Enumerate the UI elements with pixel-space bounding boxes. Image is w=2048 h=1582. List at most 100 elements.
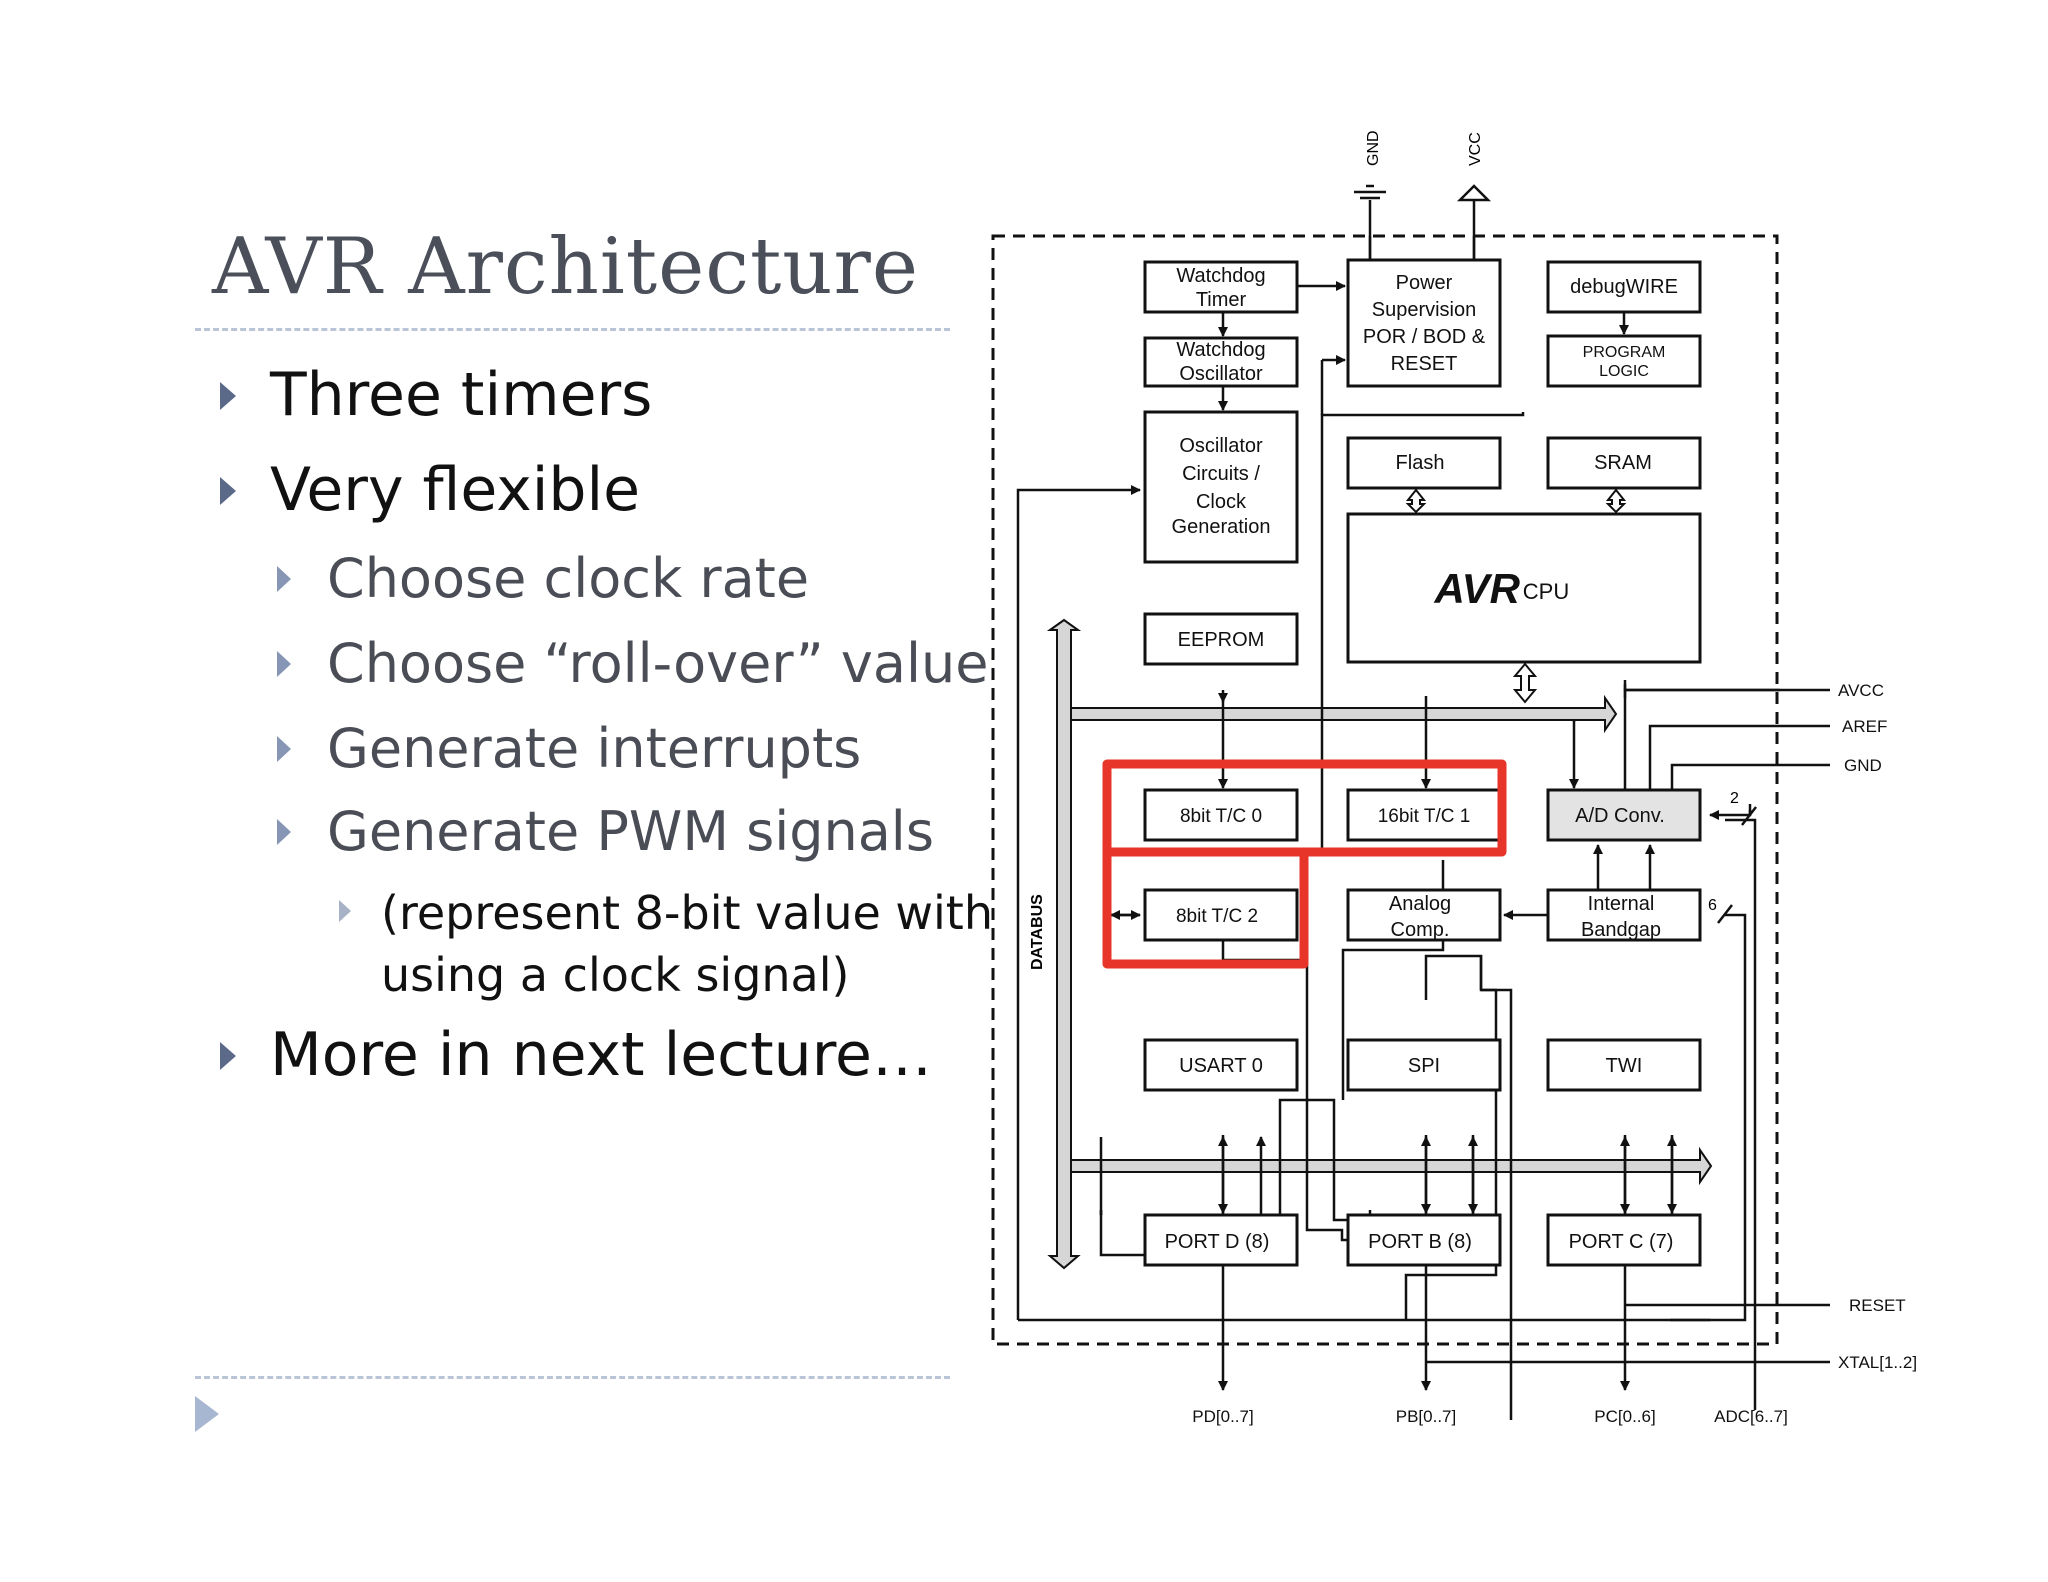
- debugwire-label: debugWIRE: [1570, 276, 1678, 298]
- eeprom-block: [1143, 612, 1299, 666]
- watchdog-timer-block: [1143, 260, 1299, 314]
- tc0-block: [1143, 788, 1299, 842]
- analog-comp-label-2: Comp.: [1391, 919, 1450, 941]
- title-divider: [195, 328, 950, 331]
- bullet-text: Choose “roll-over” value: [327, 632, 989, 695]
- usart0-label: USART 0: [1179, 1055, 1263, 1077]
- watchdog-timer-label: Watchdog: [1176, 265, 1265, 287]
- cpu-label: CPU: [1523, 579, 1569, 604]
- program-logic-block: [1546, 334, 1702, 388]
- tc2-block: [1143, 888, 1299, 942]
- watchdog-oscillator-label-2: Oscillator: [1179, 363, 1263, 385]
- bullet-text: Generate PWM signals: [327, 800, 934, 863]
- oscillator-circuits-block: [1143, 410, 1299, 564]
- portb-label: PORT B (8): [1368, 1231, 1472, 1253]
- watchdog-oscillator-block: [1143, 336, 1299, 388]
- avcc-pin-label: AVCC: [1838, 681, 1884, 700]
- program-logic-label-2: LOGIC: [1599, 363, 1649, 380]
- avr-cpu-block: [1346, 512, 1702, 664]
- adc-pin-label: ADC[6..7]: [1714, 1407, 1788, 1426]
- flash-block: [1346, 436, 1502, 490]
- bullet-arrow-icon: [277, 566, 291, 592]
- bullet-choose-clock-rate: Choose clock rate: [277, 547, 810, 610]
- portd-label: PORT D (8): [1165, 1231, 1270, 1253]
- twi-block: [1546, 1038, 1702, 1092]
- bandgap-label-2: Bandgap: [1581, 919, 1661, 941]
- bullet-text-continued: using a clock signal): [381, 948, 850, 1002]
- gnd-right-pin-label: GND: [1844, 756, 1882, 775]
- timer-highlight-tc2: [1102, 847, 1309, 969]
- twi-label: TWI: [1606, 1055, 1643, 1077]
- bullet-generate-interrupts: Generate interrupts: [277, 717, 862, 780]
- bandgap-block: [1546, 888, 1702, 942]
- portc-block: [1546, 1213, 1702, 1267]
- analog-comp-label: Analog: [1389, 893, 1451, 915]
- pc-pin-label: PC[0..6]: [1594, 1407, 1655, 1426]
- avr-block-diagram: GND VCC DATABUS: [991, 130, 1917, 1426]
- usart0-block: [1143, 1038, 1299, 1092]
- bullet-arrow-icon: [339, 900, 351, 922]
- databus-label: DATABUS: [1029, 894, 1046, 970]
- debugwire-block: [1546, 260, 1702, 314]
- bullet-list: Three timers Very flexible Choose clock …: [0, 0, 993, 1200]
- adc-block: [1546, 788, 1702, 842]
- watchdog-timer-label-2: Timer: [1196, 289, 1247, 311]
- bullet-more-next-lecture: More in next lecture…: [220, 1020, 932, 1090]
- bullet-text: (represent 8-bit value with: [381, 886, 993, 940]
- reset-pin-label: RESET: [1849, 1296, 1906, 1315]
- avr-logo: AVR: [1433, 565, 1520, 612]
- eeprom-label: EEPROM: [1178, 629, 1265, 651]
- portd-block: [1143, 1213, 1299, 1267]
- bullet-text: More in next lecture…: [270, 1020, 932, 1090]
- bullet-three-timers: Three timers: [220, 360, 653, 430]
- tc1-label: 16bit T/C 1: [1378, 806, 1471, 827]
- oscillator-label-4: Generation: [1172, 516, 1271, 538]
- bullet-arrow-icon: [277, 736, 291, 762]
- flash-label: Flash: [1396, 452, 1445, 474]
- bandgap-label: Internal: [1588, 893, 1655, 915]
- bullet-text: Very flexible: [270, 455, 641, 525]
- bullet-arrow-icon: [220, 477, 236, 505]
- program-logic-label: PROGRAM: [1583, 344, 1666, 361]
- adc-ref-count: 2: [1730, 790, 1739, 807]
- watchdog-oscillator-label: Watchdog: [1176, 339, 1265, 361]
- power-supervision-label-4: RESET: [1391, 353, 1458, 375]
- footer-divider: [195, 1376, 950, 1379]
- portb-block: [1346, 1213, 1502, 1267]
- bullet-arrow-icon: [277, 651, 291, 677]
- aref-pin-label: AREF: [1842, 717, 1887, 736]
- next-slide-arrow-icon[interactable]: [195, 1396, 219, 1432]
- bullet-generate-pwm: Generate PWM signals: [277, 800, 934, 863]
- bullet-text: Choose clock rate: [327, 547, 810, 610]
- spi-label: SPI: [1408, 1055, 1440, 1077]
- chip-boundary: [991, 234, 1779, 1346]
- oscillator-label-3: Clock: [1196, 491, 1247, 513]
- adc-in-count: 6: [1708, 897, 1717, 914]
- power-supervision-block: [1346, 258, 1502, 388]
- bullet-arrow-icon: [277, 819, 291, 845]
- sram-block: [1546, 436, 1702, 490]
- slide-title: AVR Architecture: [212, 222, 919, 312]
- power-supervision-label-2: Supervision: [1372, 299, 1477, 321]
- pd-pin-label: PD[0..7]: [1192, 1407, 1253, 1426]
- pb-pin-label: PB[0..7]: [1396, 1407, 1456, 1426]
- bullet-text: Three timers: [270, 360, 653, 430]
- oscillator-label: Oscillator: [1179, 435, 1263, 457]
- bullet-text: Generate interrupts: [327, 717, 862, 780]
- power-supervision-label-3: POR / BOD &: [1363, 326, 1486, 348]
- portc-label: PORT C (7): [1569, 1231, 1674, 1253]
- bullet-very-flexible: Very flexible: [220, 455, 641, 525]
- gnd-label: GND: [1365, 130, 1382, 166]
- adc-label: A/D Conv.: [1575, 805, 1665, 827]
- tc0-label: 8bit T/C 0: [1180, 806, 1262, 827]
- bullet-represent-8bit: (represent 8-bit value with using a cloc…: [339, 882, 993, 1006]
- vcc-label: VCC: [1467, 132, 1484, 166]
- oscillator-label-2: Circuits /: [1182, 463, 1260, 485]
- sram-label: SRAM: [1594, 452, 1652, 474]
- tc2-label: 8bit T/C 2: [1176, 906, 1258, 927]
- vcc-pin: VCC: [1456, 132, 1492, 260]
- bullet-arrow-icon: [220, 382, 236, 410]
- xtal-pin-label: XTAL[1..2]: [1838, 1353, 1917, 1372]
- bullet-choose-rollover: Choose “roll-over” value: [277, 632, 989, 695]
- bullet-arrow-icon: [220, 1042, 236, 1070]
